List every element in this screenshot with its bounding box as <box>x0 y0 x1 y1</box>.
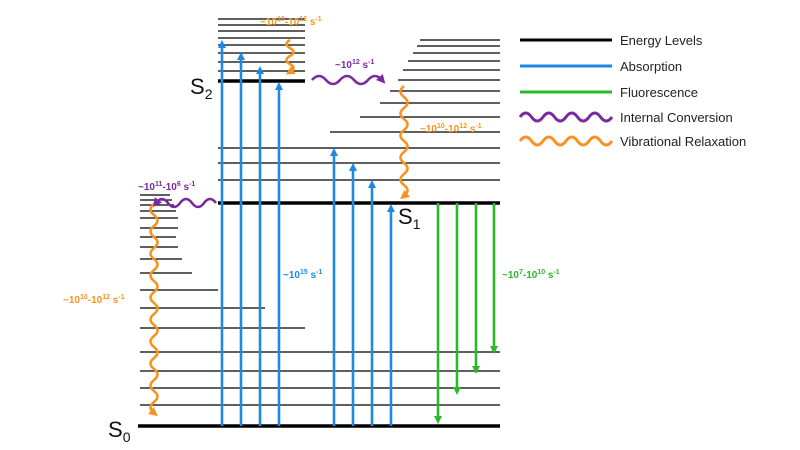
legend-label: Absorption <box>620 59 682 74</box>
legend-vibrational-relaxation-swatch <box>518 135 614 147</box>
rate-label-fluorescence: ~107-1010 s-1 <box>502 269 560 281</box>
state-label-s1: S1 <box>398 204 421 232</box>
s1-vibrational-levels <box>218 39 500 181</box>
vibrational-relaxation-s2-arrow <box>285 38 296 75</box>
internal-conversion-s2-s1-arrow <box>311 74 386 86</box>
state-label-s2: S2 <box>190 74 213 102</box>
rate-label-absorption: ~1015 s-1 <box>283 269 322 281</box>
legend-label: Internal Conversion <box>620 110 733 125</box>
legend-internal-conversion-swatch <box>518 111 614 123</box>
vibrational-relaxation-s1-arrow <box>399 84 410 200</box>
legend-label: Vibrational Relaxation <box>620 134 746 149</box>
vibrational-relaxation-s0-arrow <box>148 202 159 417</box>
s0-vibrational-levels <box>140 194 500 406</box>
rate-label-vr-s1: ~1010-1012 s-1 <box>420 123 482 135</box>
legend-label: Fluorescence <box>620 85 698 100</box>
state-label-s0: S0 <box>108 417 131 445</box>
rate-label-ic-s2-s1: ~1012 s-1 <box>335 59 374 71</box>
internal-conversion-s1-s0-arrow <box>152 197 218 209</box>
legend-label: Energy Levels <box>620 33 703 48</box>
rate-label-ic-s1-s0: ~1011-106 s-1 <box>138 181 195 193</box>
legend: Energy Levels Absorption Fluorescence In… <box>518 33 746 149</box>
absorption-arrows <box>218 40 395 426</box>
rate-label-vr-s2: ~1010-1012 s-1 <box>260 16 322 28</box>
rate-label-vr-s0: ~1010-1012 s-1 <box>63 294 125 306</box>
fluorescence-arrows <box>434 203 498 424</box>
